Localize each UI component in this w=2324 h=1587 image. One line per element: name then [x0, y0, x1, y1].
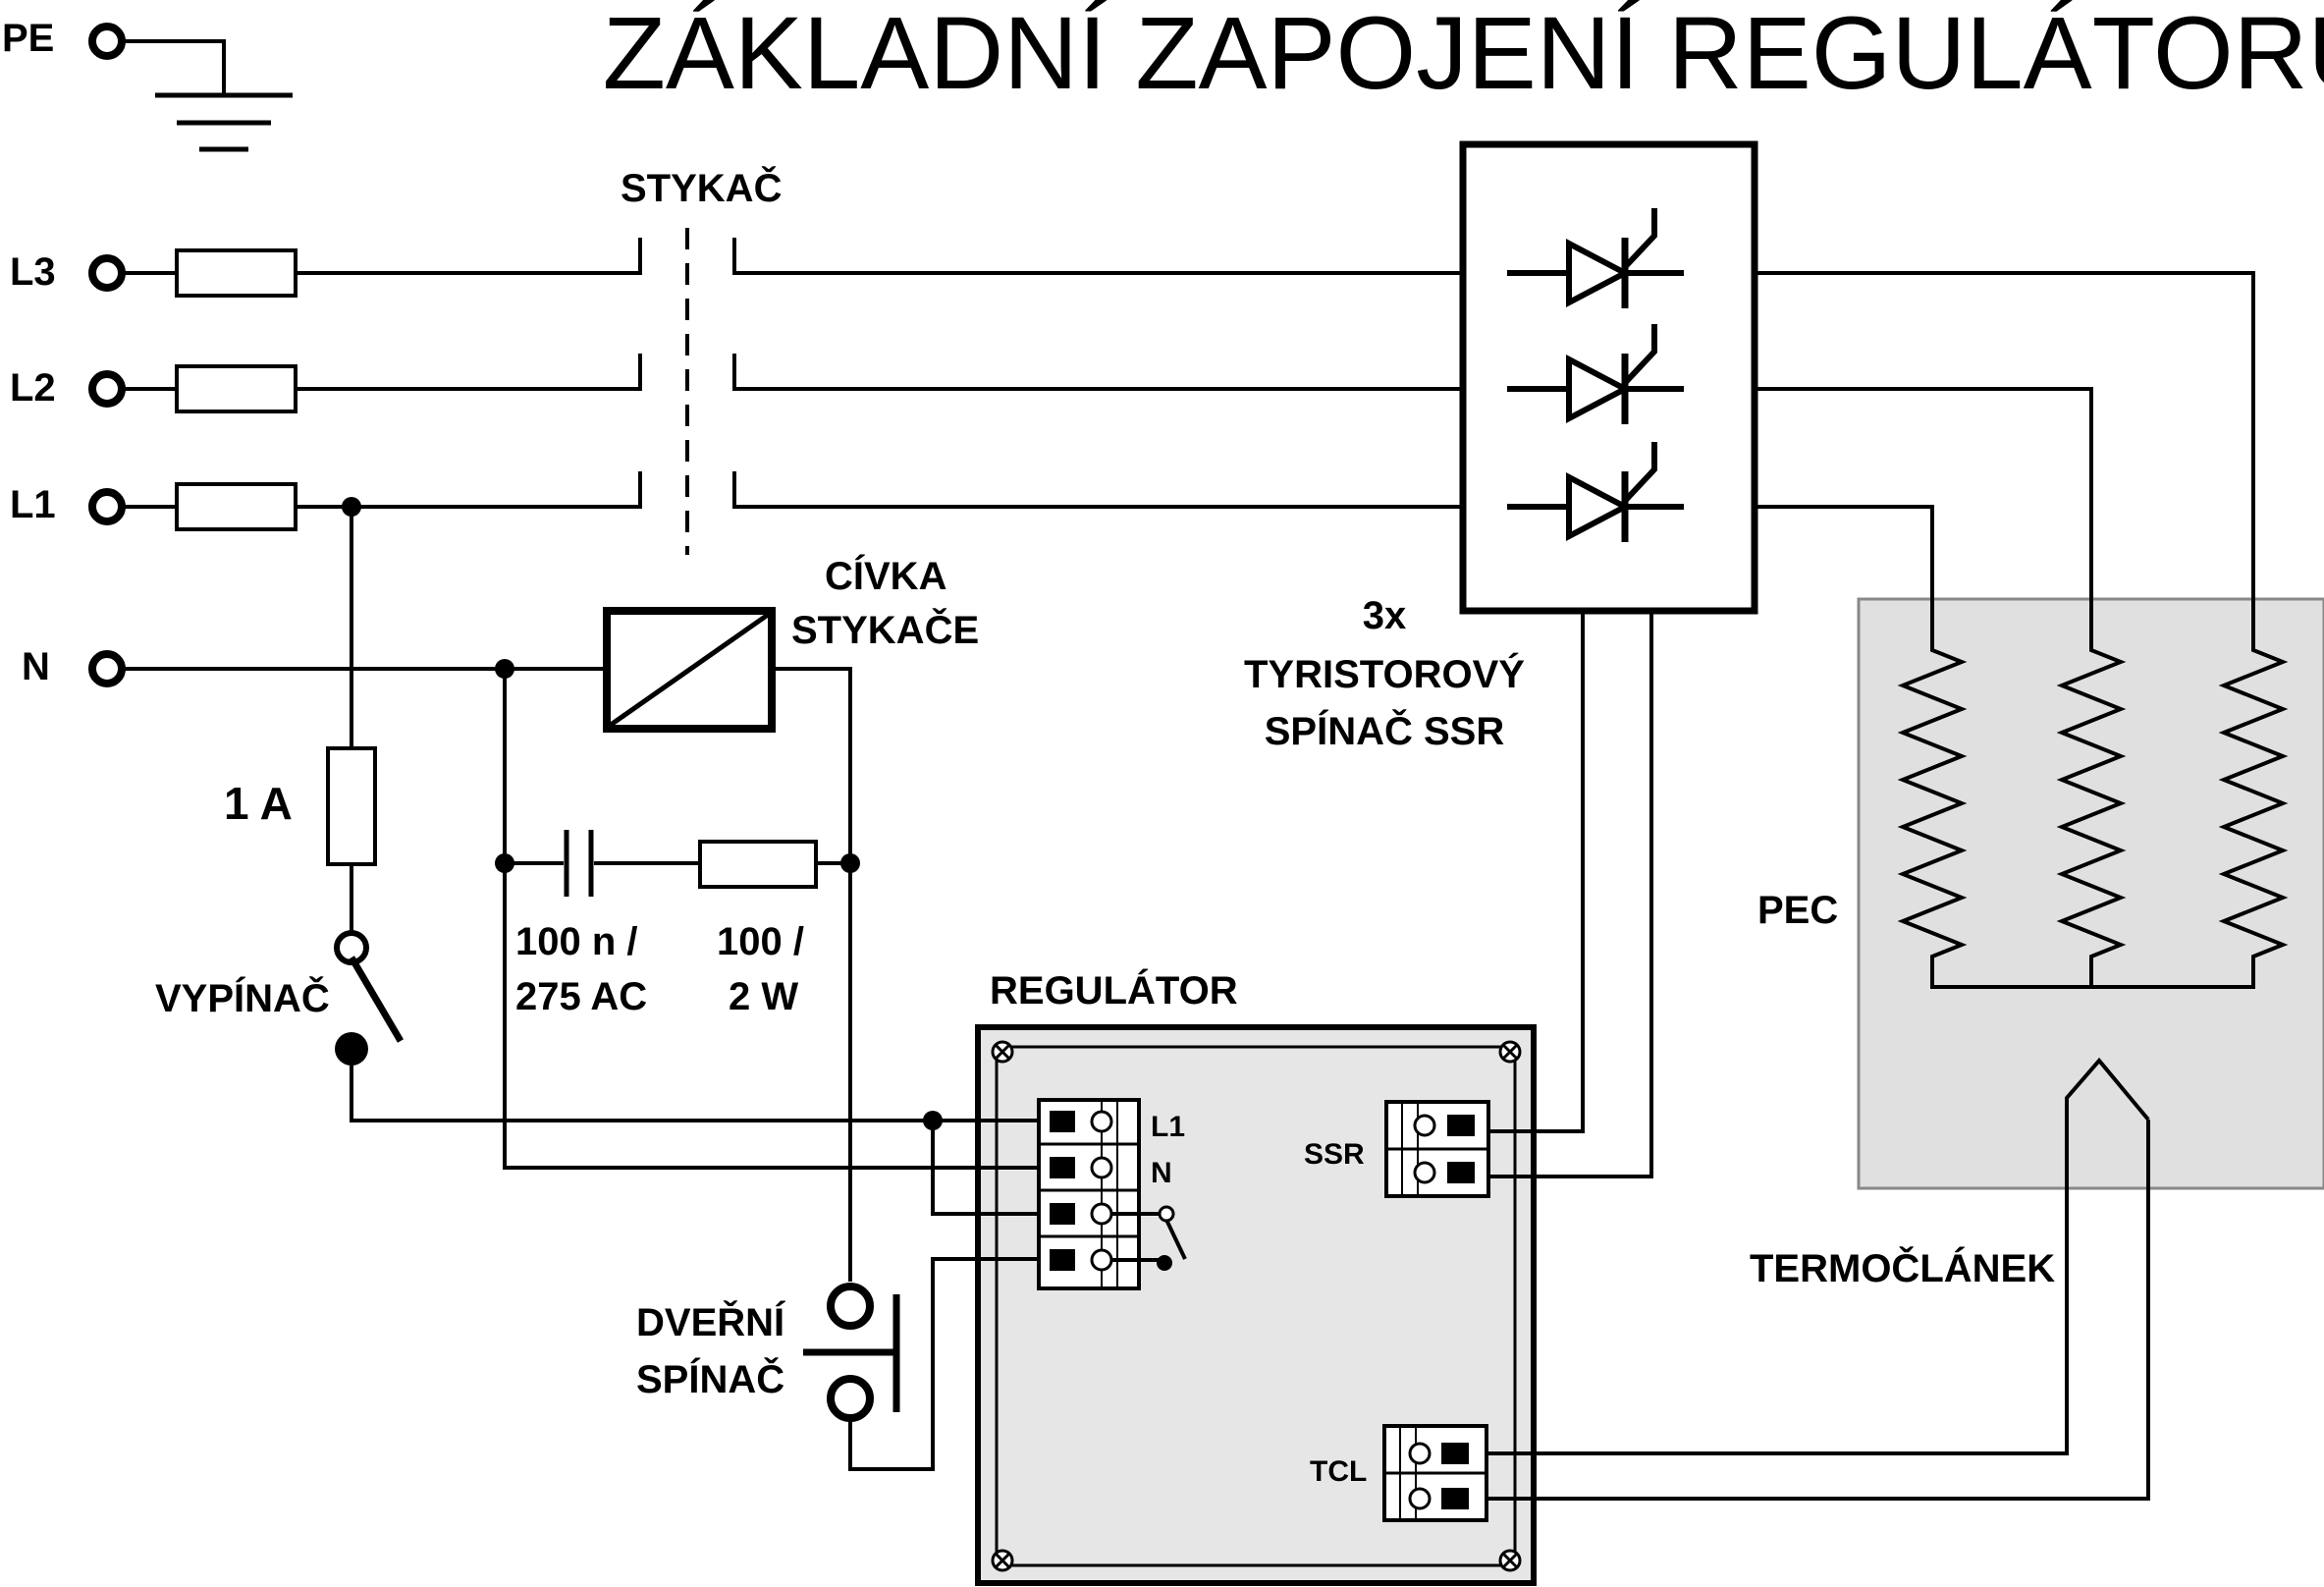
fuse-l3 — [175, 248, 297, 298]
screw-icon — [991, 1040, 1014, 1064]
door-switch — [803, 1283, 900, 1422]
regulator-power-terminals — [1037, 1098, 1141, 1290]
thermocouple-label: TERMOČLÁNEK — [1750, 1245, 2055, 1290]
capacitor-label-line1: 100 n / — [515, 920, 638, 963]
l3-terminal — [88, 254, 126, 292]
furnace-label: PEC — [1757, 889, 1838, 932]
capacitor-label-line2: 275 AC — [515, 975, 647, 1018]
pe-label: PE — [2, 17, 54, 60]
thyristor-icon — [1507, 208, 1684, 308]
ssr-label-line3: SPÍNAČ SSR — [1265, 708, 1505, 753]
regulator-ssr-label: SSR — [1304, 1138, 1365, 1171]
n-label: N — [22, 645, 50, 688]
screw-icon — [1498, 1040, 1522, 1064]
fuse-1a-label: 1 A — [224, 778, 293, 829]
fuse-l2 — [175, 364, 297, 413]
contactor-coil — [603, 607, 776, 733]
l1-terminal — [88, 488, 126, 525]
ssr-block — [1459, 140, 1758, 615]
resistor-label-line2: 2 W — [729, 975, 798, 1018]
regulator-tcl-label: TCL — [1310, 1455, 1367, 1488]
ssr-label-line2: TYRISTOROVÝ — [1244, 651, 1525, 696]
thyristor-icon — [1507, 442, 1684, 542]
switch-label: VYPÍNAČ — [155, 975, 330, 1020]
main-switch — [334, 930, 405, 1066]
regulator-l1-label: L1 — [1151, 1111, 1185, 1143]
regulator-n-label: N — [1151, 1157, 1172, 1189]
screw-icon — [1498, 1549, 1522, 1572]
thyristor-icon — [1507, 324, 1684, 424]
door-switch-label-line2: SPÍNAČ — [636, 1356, 784, 1401]
fuse-l1 — [175, 482, 297, 531]
heater-element — [2218, 638, 2289, 967]
l3-label: L3 — [10, 250, 56, 294]
l1-label: L1 — [10, 483, 56, 526]
fuse-1a — [326, 746, 377, 866]
ssr-label-line1: 3x — [1363, 594, 1407, 637]
ground-icon — [155, 92, 293, 152]
resistor-label-line1: 100 / — [717, 920, 804, 963]
junction-dot — [840, 853, 860, 873]
heater-element — [2056, 638, 2127, 967]
relay-contact — [1111, 1205, 1187, 1271]
coil-label-line1: CÍVKA — [825, 554, 946, 598]
heater-element — [1897, 638, 1968, 967]
contactor — [685, 228, 1463, 555]
contactor-label: STYKAČ — [621, 165, 782, 210]
capacitor — [564, 830, 594, 897]
l2-label: L2 — [10, 366, 56, 410]
coil-label-line2: STYKAČE — [791, 607, 979, 652]
furnace-area — [1857, 597, 2324, 1190]
regulator-tcl-terminals — [1382, 1424, 1488, 1522]
diagram-title: ZÁKLADNÍ ZAPOJENÍ REGULÁTORU — [603, 0, 2324, 111]
screw-icon — [991, 1549, 1014, 1572]
l2-terminal — [88, 370, 126, 408]
door-switch-label-line1: DVEŘNÍ — [636, 1299, 785, 1344]
resistor — [698, 840, 818, 889]
thermocouple-icon — [2065, 1057, 2150, 1122]
regulator-ssr-terminals — [1384, 1100, 1490, 1198]
n-terminal — [88, 650, 126, 687]
pe-terminal — [88, 23, 293, 152]
regulator-label: REGULÁTOR — [990, 968, 1238, 1012]
